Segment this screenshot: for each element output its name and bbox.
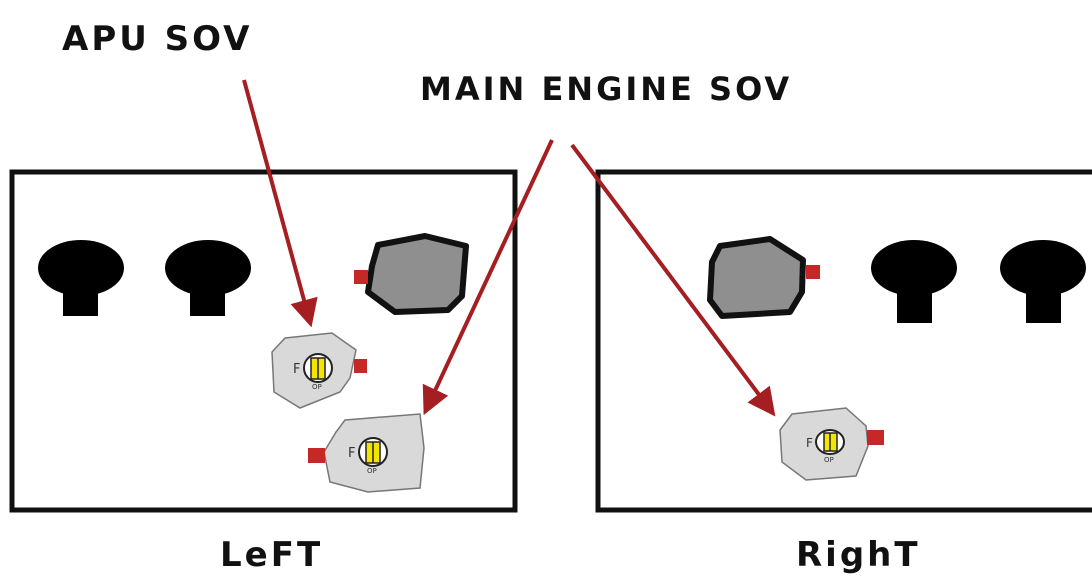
valve-tag: OP <box>312 383 322 391</box>
valve-tag: OP <box>367 467 377 475</box>
apu-sov-valve[interactable]: F OP <box>271 332 367 409</box>
right-main-engine-sov-valve[interactable]: F OP <box>779 407 884 481</box>
right-knob-2[interactable] <box>1000 240 1086 323</box>
right-panel <box>595 169 1092 513</box>
left-panel <box>9 169 518 513</box>
valve-letter: F <box>293 362 300 377</box>
label-right: RighT <box>796 535 921 575</box>
valve-letter: F <box>806 436 813 450</box>
left-main-engine-sov-valve[interactable]: F OP <box>308 413 425 493</box>
valve-letter: F <box>348 446 355 461</box>
left-knob-2[interactable] <box>165 240 251 316</box>
label-left: LeFT <box>220 535 323 575</box>
arrow-apu-sov <box>242 79 318 328</box>
arrow-main-engine-right <box>570 143 776 417</box>
right-knob-1[interactable] <box>871 240 957 323</box>
valve-tag: OP <box>824 456 834 464</box>
right-gauge <box>707 236 820 319</box>
label-main-engine-sov: MAIN ENGINE SOV <box>420 70 792 108</box>
label-apu-sov: APU SOV <box>62 19 252 59</box>
left-gauge <box>354 233 469 315</box>
arrow-main-engine-left <box>422 139 554 416</box>
left-knob-1[interactable] <box>38 240 124 316</box>
